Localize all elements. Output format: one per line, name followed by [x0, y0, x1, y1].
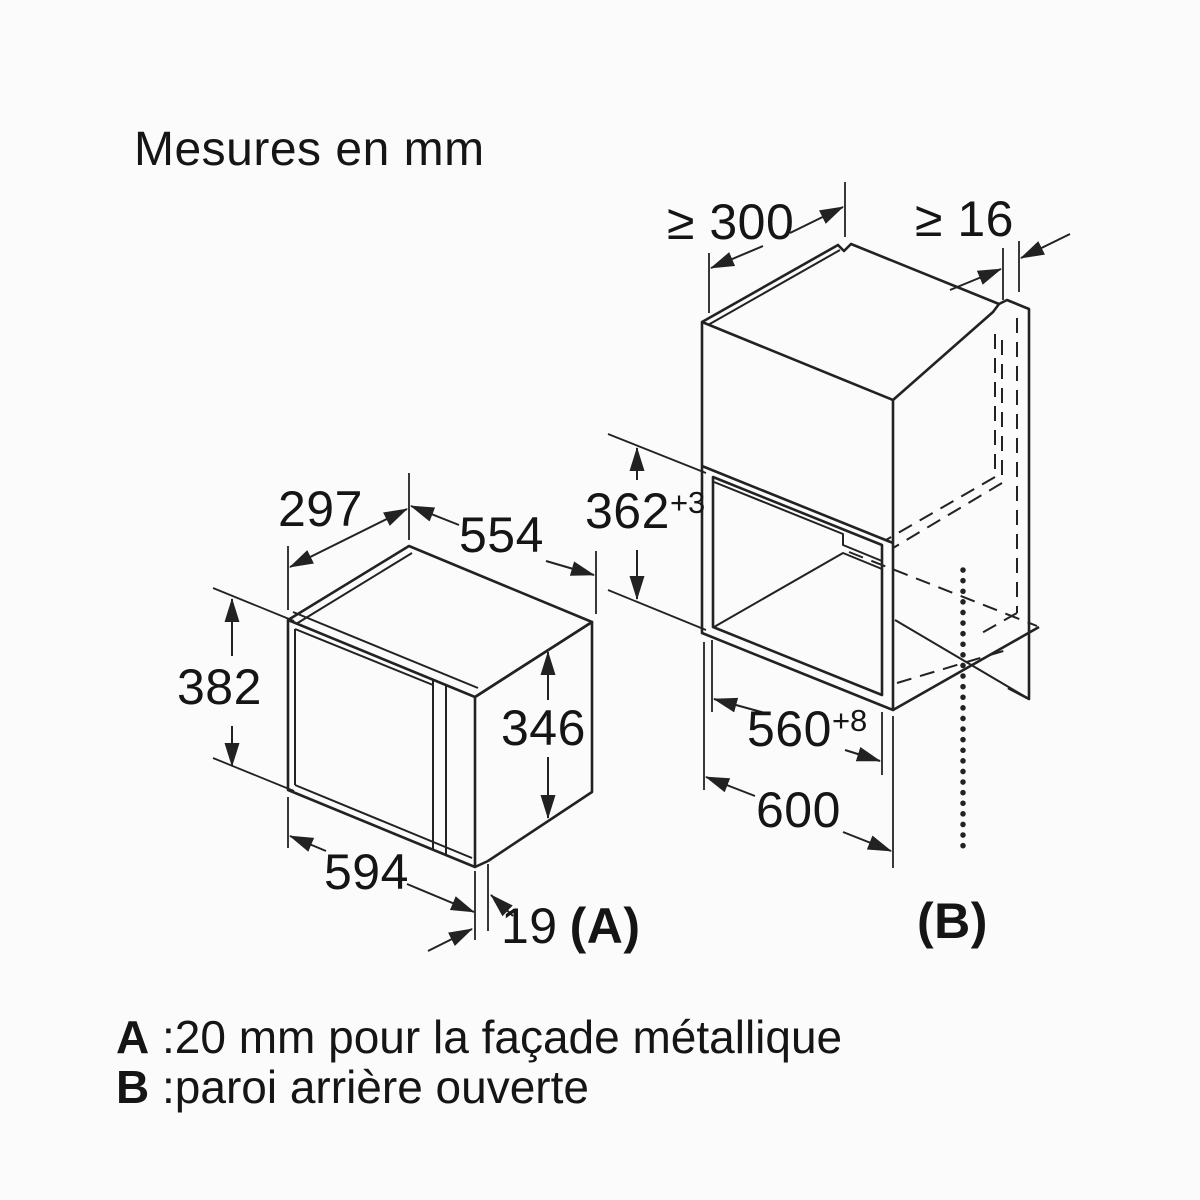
cabinet-outline: [702, 244, 1039, 852]
dim-cabinet-wall-thickness: ≥ 16: [915, 191, 1014, 247]
page-title: Mesures en mm: [134, 123, 485, 176]
dim-microwave-depth: 297: [278, 481, 363, 537]
niche-height-value: 362: [585, 483, 670, 539]
legend-line-a: A:20 mm pour la façade métallique: [116, 1014, 842, 1060]
dim-cabinet-top-clearance: ≥ 300: [667, 194, 795, 250]
dim-microwave-bottom-width: 594: [324, 844, 409, 900]
door-gap-value: 19: [501, 898, 558, 954]
cabinet-dimension-lines: [608, 182, 1070, 868]
niche-width-value: 560: [747, 701, 832, 757]
legend-text-a: :20 mm pour la façade métallique: [162, 1011, 843, 1063]
door-ref-a: (A): [569, 898, 641, 954]
microwave-outline: [288, 546, 592, 867]
dim-cabinet-outer-width: 600: [756, 782, 841, 838]
dim-microwave-top-width: 554: [459, 507, 544, 563]
legend-text-b: :paroi arrière ouverte: [162, 1061, 589, 1113]
legend-line-b: B:paroi arrière ouverte: [116, 1064, 589, 1110]
dim-niche-height: 362+3: [585, 486, 705, 536]
legend-key-b: B: [116, 1061, 150, 1113]
dim-door-gap: 19(A): [501, 901, 641, 951]
back-ref-b: (B): [917, 893, 988, 949]
legend-key-a: A: [116, 1011, 150, 1063]
dim-niche-width: 560+8: [747, 704, 867, 754]
niche-height-tolerance: +3: [669, 485, 706, 520]
microwave-dimension-lines: [213, 473, 596, 951]
dim-microwave-side-height: 346: [501, 700, 586, 756]
niche-width-tolerance: +8: [831, 703, 868, 738]
dim-microwave-height: 382: [177, 659, 262, 715]
